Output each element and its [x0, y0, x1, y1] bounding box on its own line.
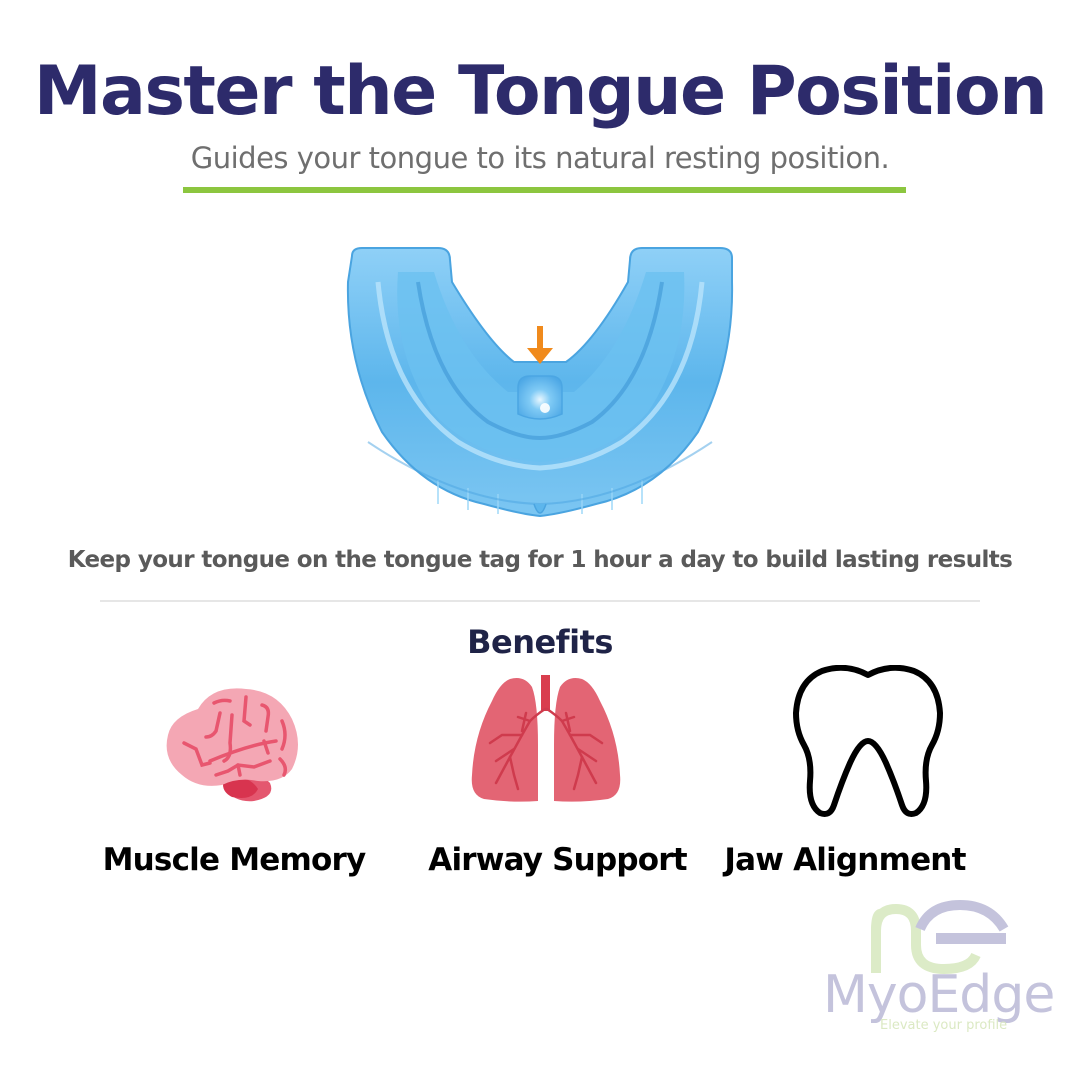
benefit-label-jaw-alignment: Jaw Alignment [724, 842, 966, 878]
benefit-label-muscle-memory: Muscle Memory [102, 842, 367, 878]
tooth-icon [790, 664, 946, 825]
lungs-icon [466, 665, 626, 825]
page-title: Master the Tongue Position [33, 52, 1048, 131]
usage-instruction: Keep your tongue on the tongue tag for 1… [67, 547, 1013, 573]
brand-name: MyoEdge [823, 965, 1055, 1025]
section-divider [100, 600, 980, 602]
benefits-heading: Benefits [467, 623, 613, 661]
benefit-label-airway-support: Airway Support [428, 842, 687, 878]
brain-icon [158, 665, 308, 825]
accent-divider [183, 187, 906, 193]
trainer-image [338, 242, 742, 522]
brand-tagline: Elevate your profile [880, 1018, 1008, 1033]
arrow-down-icon [525, 324, 555, 368]
page-subtitle: Guides your tongue to its natural restin… [190, 141, 890, 175]
brand-logo [820, 895, 1065, 1045]
